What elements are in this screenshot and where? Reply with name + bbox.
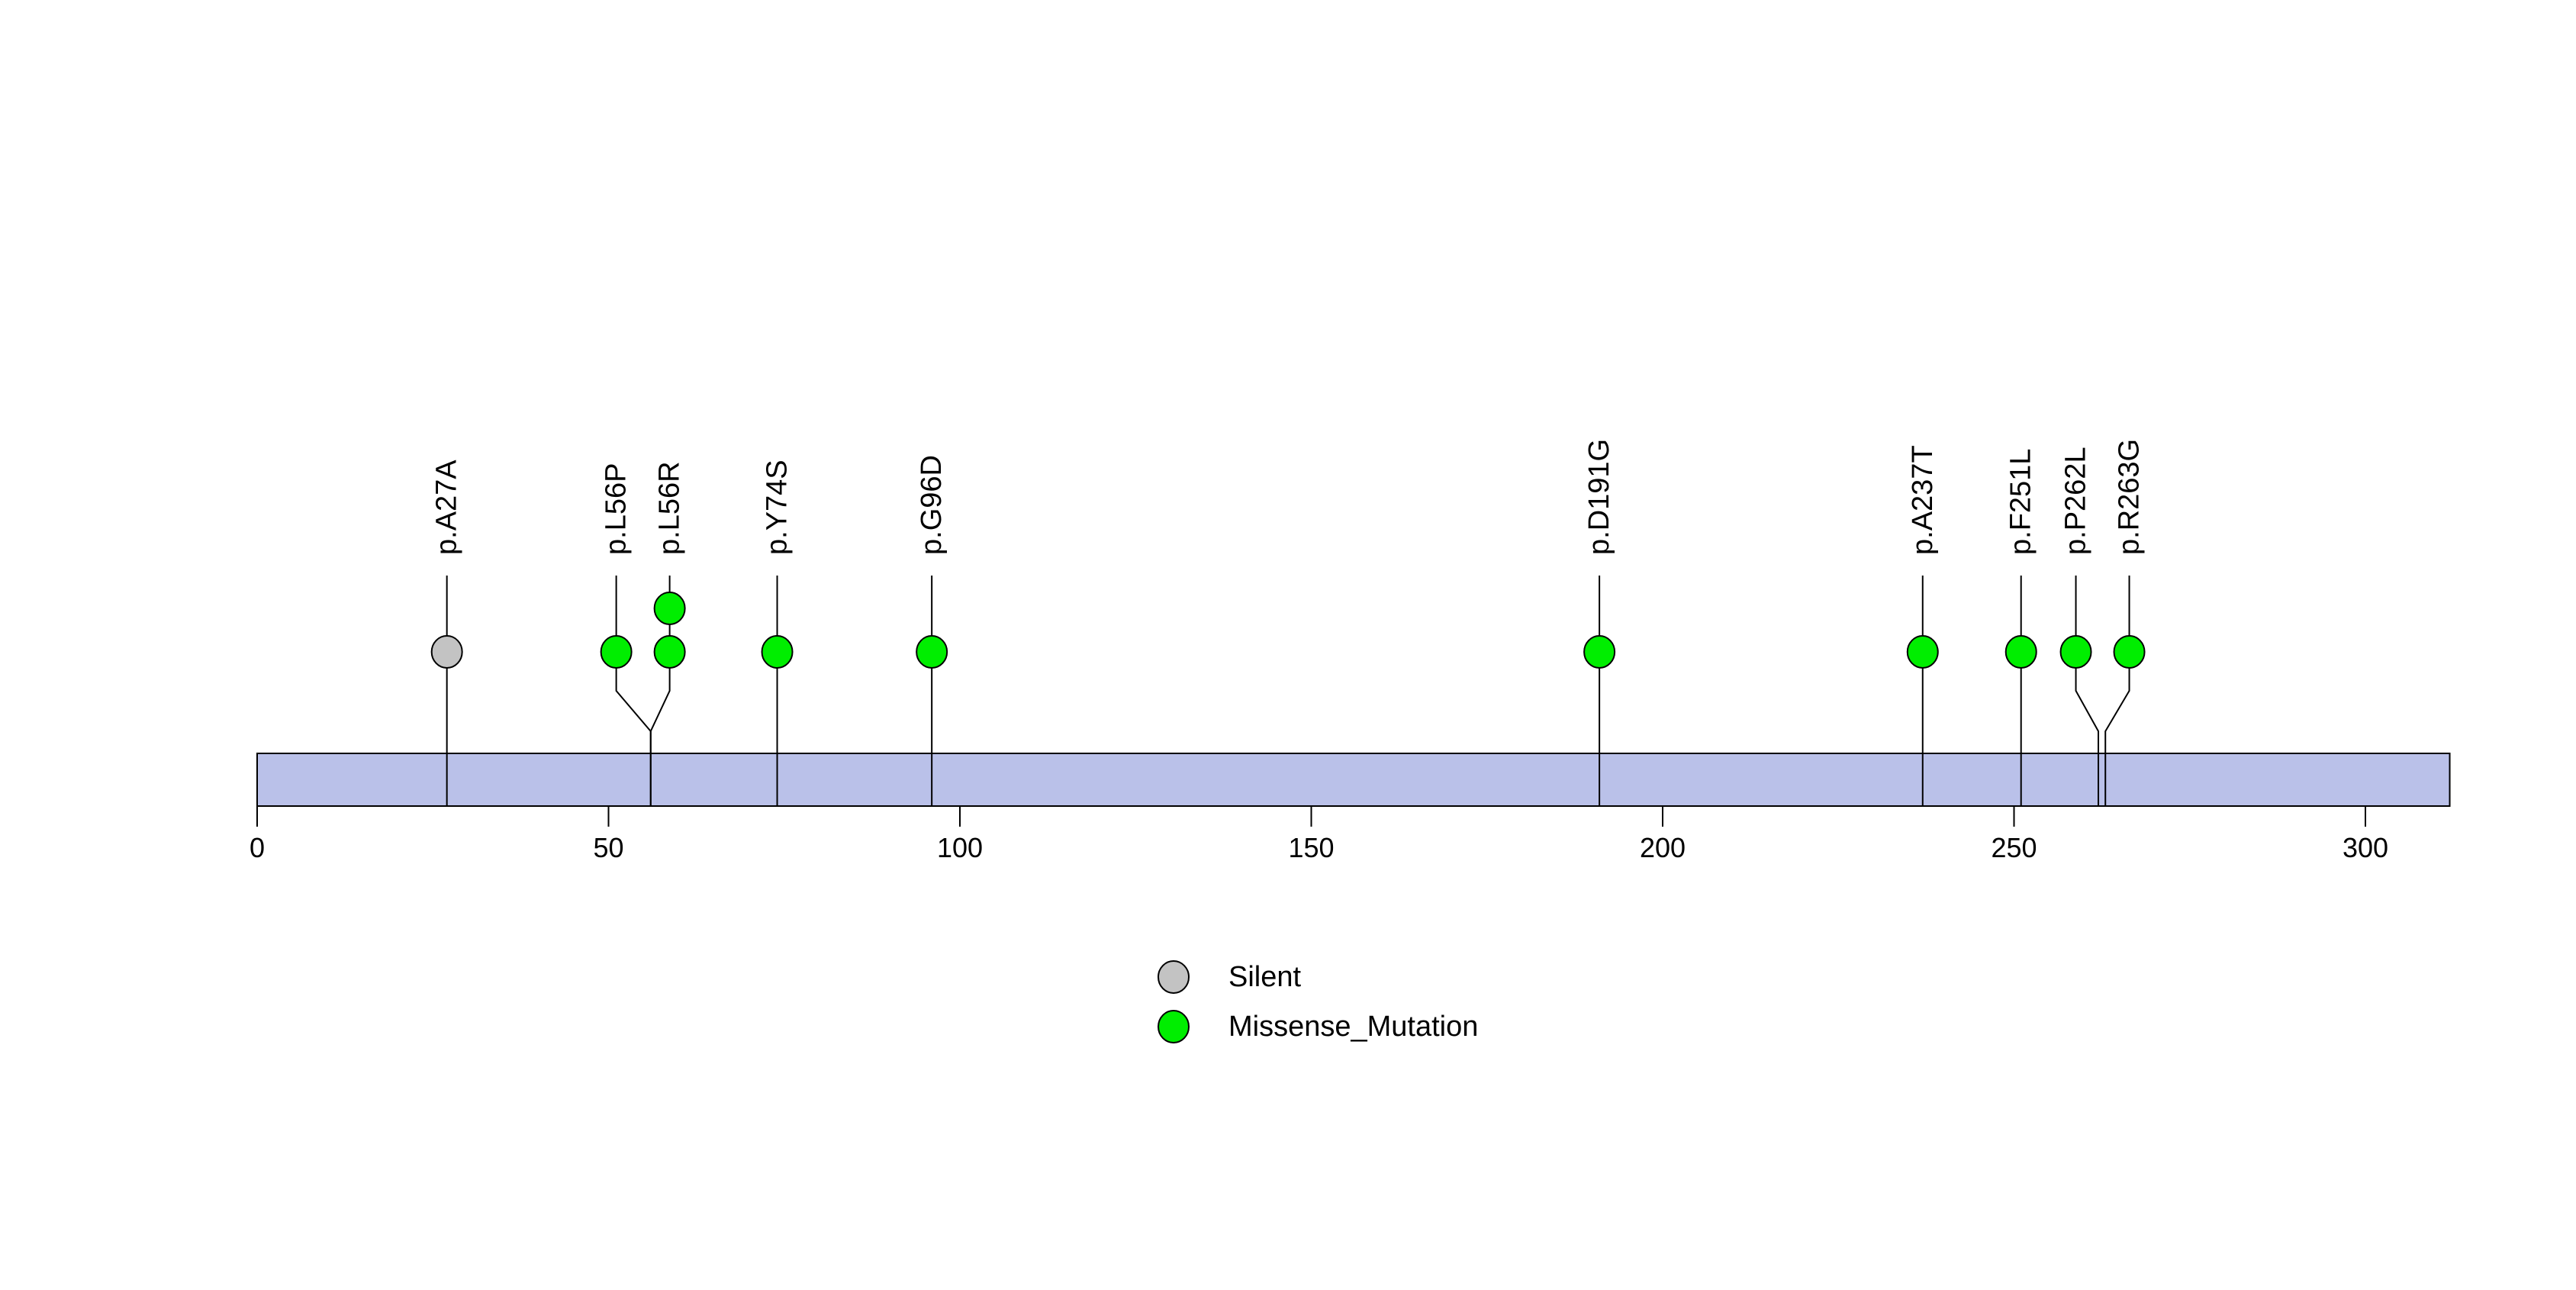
mutation-marker <box>2004 635 2037 669</box>
legend-marker <box>1158 960 1190 994</box>
x-axis-tick-label: 300 <box>2343 832 2388 863</box>
mutation-label: p.R263G <box>2114 439 2146 555</box>
x-axis-tick-label: 150 <box>1288 832 1334 863</box>
x-axis-tick-label: 250 <box>1991 832 2037 863</box>
mutation-label: p.L56P <box>601 463 633 555</box>
mutation-marker <box>916 635 948 669</box>
mutation-label: p.L56R <box>654 461 686 555</box>
mutation-marker <box>2113 635 2146 669</box>
x-axis-tick-label: 100 <box>937 832 983 863</box>
legend-label: Silent <box>1228 961 1301 993</box>
mutation-label: p.G96D <box>916 455 948 555</box>
x-axis-tick-label: 0 <box>250 832 265 863</box>
mutation-label: p.F251L <box>2005 449 2037 555</box>
mutation-label: p.D191G <box>1583 439 1615 555</box>
x-axis-tick-label: 50 <box>593 832 623 863</box>
mutation-label: p.A237T <box>1907 445 1939 555</box>
x-axis-tick-label: 200 <box>1640 832 1686 863</box>
mutation-marker <box>430 635 463 669</box>
mutation-stem <box>649 576 671 806</box>
mutation-stem <box>2104 576 2130 806</box>
mutation-label: p.Y74S <box>762 460 794 555</box>
mutation-marker <box>1583 635 1616 669</box>
mutation-marker <box>653 635 686 669</box>
mutation-marker <box>761 635 794 669</box>
mutation-marker <box>600 635 633 669</box>
legend-marker <box>1158 1010 1190 1043</box>
mutation-label: p.P262L <box>2060 447 2092 555</box>
legend-label: Missense_Mutation <box>1228 1011 1478 1043</box>
mutation-marker <box>2059 635 2092 669</box>
mutation-marker <box>653 592 686 625</box>
mutation-marker <box>1906 635 1939 669</box>
protein-bar <box>256 753 2451 807</box>
mutation-stem <box>2075 576 2100 806</box>
mutation-label: p.A27A <box>431 460 463 555</box>
